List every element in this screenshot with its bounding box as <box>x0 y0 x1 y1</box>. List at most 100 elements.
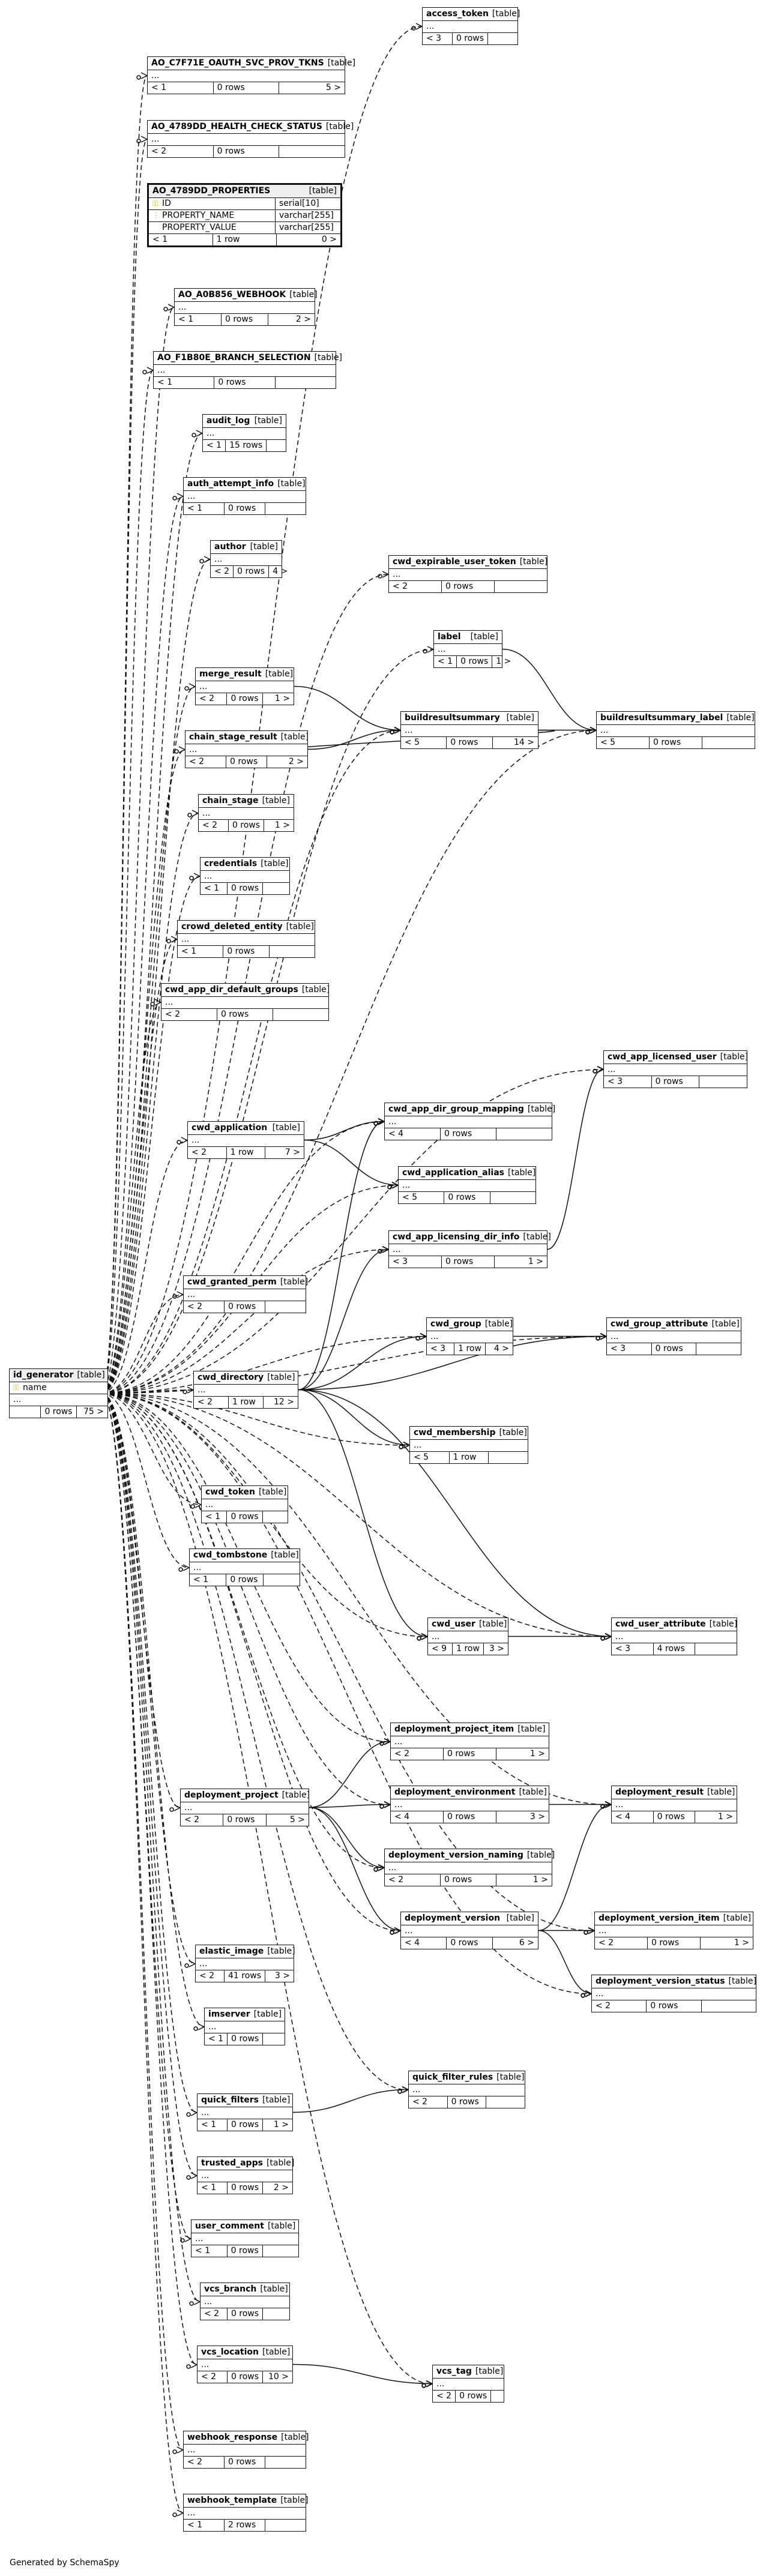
parents-count[interactable]: 0 > <box>276 234 340 245</box>
children-count[interactable]: < 2 <box>198 1397 213 1407</box>
children-count[interactable]: < 2 <box>165 1010 181 1019</box>
parents-count[interactable] <box>701 2000 756 2012</box>
parents-count[interactable]: 1 > <box>496 1874 552 1886</box>
parents-count[interactable]: 75 > <box>76 1406 107 1418</box>
parents-count[interactable] <box>265 503 306 514</box>
table-name[interactable]: chain_stage <box>202 796 259 805</box>
table-name[interactable]: AO_C7F71E_OAUTH_SVC_PROV_TKNS <box>151 58 324 68</box>
parents-count[interactable] <box>490 2391 504 2402</box>
parents-count[interactable]: 7 > <box>265 1147 304 1158</box>
table-name[interactable]: cwd_membership <box>414 1428 496 1437</box>
children-count[interactable]: < 3 <box>611 1344 626 1353</box>
parents-count[interactable] <box>487 33 517 44</box>
table-name[interactable]: id_generator <box>13 1370 74 1380</box>
parents-count[interactable]: 4 > <box>268 566 291 577</box>
children-count[interactable]: < 2 <box>184 1815 200 1825</box>
parents-count[interactable]: 2 > <box>262 2182 292 2194</box>
parents-count[interactable]: 3 > <box>496 1811 549 1823</box>
table-name[interactable]: label <box>438 632 461 642</box>
parents-count[interactable] <box>262 2308 289 2320</box>
children-count[interactable]: < 2 <box>192 1148 207 1157</box>
children-count[interactable]: < 9 <box>432 1644 447 1654</box>
children-count[interactable]: < 1 <box>193 1575 209 1584</box>
table-name[interactable]: quick_filters <box>201 2095 259 2105</box>
table-name[interactable]: cwd_app_dir_group_mapping <box>388 1104 524 1114</box>
table-name[interactable]: cwd_application <box>192 1123 268 1133</box>
table-name[interactable]: deployment_project <box>184 1790 279 1800</box>
parents-count[interactable] <box>486 2096 525 2108</box>
table-name[interactable]: vcs_location <box>201 2347 259 2357</box>
table-name[interactable]: webhook_response <box>187 2433 278 2442</box>
children-count[interactable]: < 5 <box>600 738 616 747</box>
children-count[interactable]: < 2 <box>202 820 218 830</box>
children-count[interactable]: < 3 <box>608 1077 623 1086</box>
children-count[interactable]: < 1 <box>207 441 222 450</box>
parents-count[interactable]: 1 > <box>264 820 294 831</box>
children-count[interactable]: < 1 <box>157 378 173 387</box>
parents-count[interactable] <box>496 1128 552 1140</box>
children-count[interactable]: < 2 <box>187 1302 203 1311</box>
table-name[interactable]: buildresultsummary_label <box>600 713 723 723</box>
parents-count[interactable]: 5 > <box>279 82 345 94</box>
children-count[interactable]: < 2 <box>388 1875 404 1885</box>
table-name[interactable]: crowd_deleted_entity <box>181 922 283 931</box>
children-count[interactable]: < 1 <box>195 2246 211 2256</box>
table-name[interactable]: audit_log <box>207 416 250 426</box>
table-name[interactable]: access_token <box>426 9 489 19</box>
table-name[interactable]: merge_result <box>199 669 262 679</box>
parents-count[interactable] <box>699 1076 747 1088</box>
table-name[interactable]: auth_attempt_info <box>187 479 274 489</box>
children-count[interactable]: < 1 <box>178 314 194 324</box>
parents-count[interactable]: 2 > <box>268 314 315 325</box>
parents-count[interactable]: 1 > <box>695 1811 737 1823</box>
children-count[interactable]: < 1 <box>208 2034 224 2044</box>
table-name[interactable]: AO_4789DD_PROPERTIES <box>152 186 271 196</box>
parents-count[interactable]: 1 > <box>492 656 514 667</box>
parents-count[interactable]: 5 > <box>265 1814 309 1826</box>
table-name[interactable]: deployment_version <box>405 1913 501 1923</box>
table-name[interactable]: credentials <box>204 859 258 868</box>
children-count[interactable]: < 3 <box>615 1644 631 1654</box>
table-name[interactable]: cwd_user <box>432 1619 475 1629</box>
parents-count[interactable] <box>262 883 289 894</box>
table-name[interactable]: cwd_directory <box>198 1373 264 1382</box>
table-name[interactable]: imserver <box>208 2009 250 2019</box>
children-count[interactable]: < 2 <box>204 2309 220 2319</box>
table-name[interactable]: quick_filter_rules <box>412 2072 493 2082</box>
parents-count[interactable]: 6 > <box>492 1937 538 1949</box>
table-name[interactable]: AO_F1B80E_BRANCH_SELECTION <box>157 353 311 363</box>
table-name[interactable]: cwd_token <box>205 1487 255 1497</box>
parents-count[interactable]: 3 > <box>483 1643 508 1655</box>
parents-count[interactable] <box>273 1009 328 1020</box>
children-count[interactable]: < 4 <box>394 1812 410 1822</box>
children-count[interactable]: < 2 <box>394 1749 410 1759</box>
children-count[interactable]: < 5 <box>414 1452 429 1462</box>
parents-count[interactable]: 1 > <box>496 1748 549 1760</box>
parents-count[interactable] <box>279 146 345 157</box>
children-count[interactable]: < 5 <box>405 738 420 747</box>
parents-count[interactable] <box>262 2245 298 2257</box>
children-count[interactable]: < 3 <box>393 1257 408 1266</box>
table-name[interactable]: trusted_apps <box>201 2158 263 2168</box>
